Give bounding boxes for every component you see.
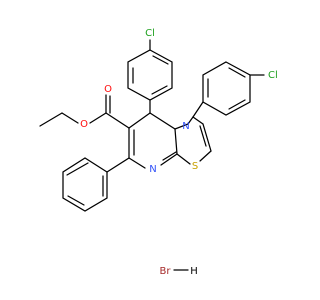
molecule-structure: Cl Cl O O N N S Br H: [39, 28, 278, 277]
atom-sulfur: S: [192, 161, 198, 172]
atom-oxygen-carbonyl: O: [104, 84, 112, 95]
atom-oxygen-ester: O: [80, 119, 88, 130]
bond-lines: [39, 39, 265, 271]
atom-nitrogen-ring: N: [149, 164, 156, 175]
atom-nitrogen-bridge: N: [182, 121, 189, 132]
atom-hydrogen: H: [190, 266, 198, 277]
atom-bromine: Br: [160, 266, 172, 277]
atom-chlorine-right: Cl: [268, 70, 278, 81]
atom-chlorine-top: Cl: [145, 28, 155, 39]
